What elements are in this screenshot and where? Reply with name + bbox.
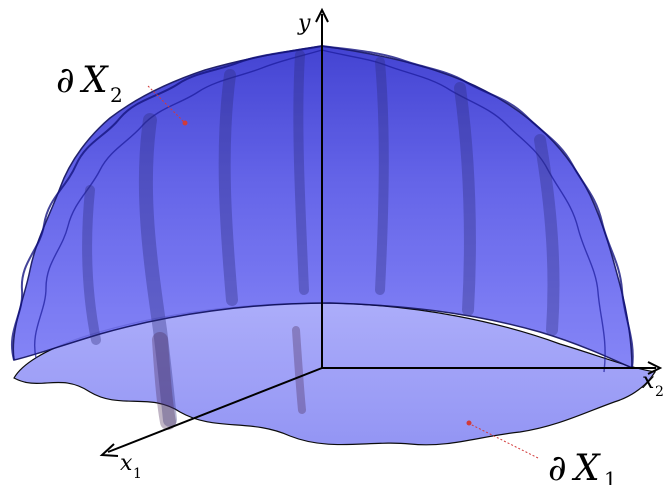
- x1-axis-arrowhead: [99, 443, 119, 457]
- dome-ribs: [82, 50, 560, 427]
- x1-axis: [107, 367, 323, 453]
- svg-text:1: 1: [604, 467, 617, 485]
- axes: [99, 7, 663, 457]
- base-shading: [152, 326, 306, 430]
- svg-text:2: 2: [655, 384, 664, 400]
- leader-line-dx1: [469, 423, 539, 459]
- label-boundary-x2: ∂ X 2: [56, 60, 123, 107]
- inner-shell-left: [34, 49, 323, 359]
- x2-axis-label: x 2: [642, 369, 664, 400]
- svg-text:∂: ∂: [56, 60, 75, 101]
- svg-text:2: 2: [110, 83, 123, 107]
- label-boundary-x1: ∂ X 1: [548, 448, 617, 485]
- leader-dot-dx2: [182, 120, 188, 126]
- y-axis-arrowhead: [315, 7, 329, 23]
- y-axis-label: y: [297, 11, 311, 36]
- svg-text:x: x: [642, 369, 655, 394]
- x1-axis-label: x 1: [120, 451, 142, 482]
- outer-shell-left: [11, 45, 323, 361]
- svg-text:1: 1: [133, 466, 142, 482]
- inner-shell-right: [321, 49, 606, 373]
- svg-text:∂: ∂: [548, 448, 567, 485]
- svg-text:X: X: [571, 448, 601, 485]
- leader-dot-dx1: [466, 420, 472, 426]
- outer-shell-right: [321, 45, 634, 369]
- svg-text:X: X: [79, 60, 109, 101]
- svg-text:x: x: [120, 451, 133, 476]
- x2-axis-arrowhead: [647, 361, 663, 375]
- leader-line-dx2: [147, 85, 185, 123]
